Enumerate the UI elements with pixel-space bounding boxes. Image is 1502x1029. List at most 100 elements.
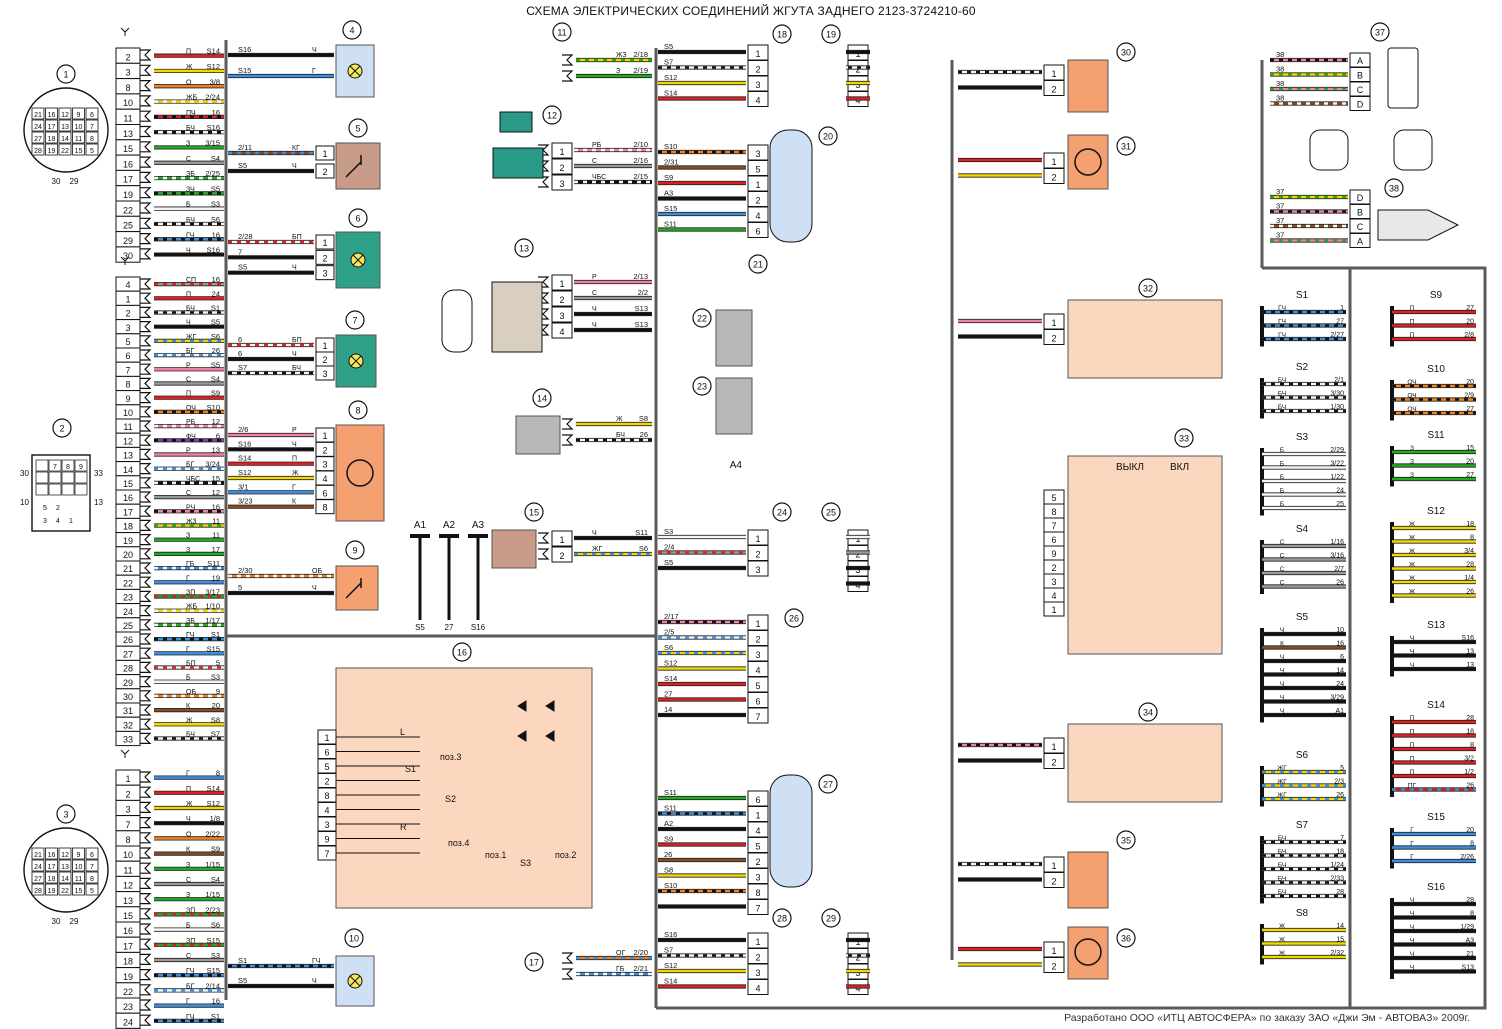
wire-destination: 16 — [212, 275, 220, 284]
plug-symbol — [140, 1014, 152, 1026]
wire-color-code: БГ — [186, 983, 195, 990]
switch-position-label: S3 — [520, 858, 531, 868]
pin-number: 8 — [125, 835, 130, 845]
pin-number: 1 — [1051, 861, 1056, 871]
pin-cell — [58, 107, 72, 120]
wire-destination: 3/15 — [205, 138, 220, 147]
pin-cell — [48, 471, 62, 484]
plug-symbol — [140, 923, 152, 935]
wire-destination: S3 — [211, 951, 220, 960]
wire-color-code: ГЧ — [1278, 319, 1286, 326]
device-number: 15 — [529, 508, 539, 518]
wire-destination: 2/21 — [633, 964, 648, 973]
pin-cell — [31, 131, 45, 144]
wire-destination: 3/22 — [1330, 461, 1344, 468]
wire-color-code: Ч — [1410, 965, 1414, 972]
pin-number: 7 — [90, 124, 94, 131]
device-number: 29 — [826, 914, 836, 924]
device-number-badge — [772, 502, 792, 522]
wire-destination: 13 — [1466, 662, 1474, 669]
pin-number: 10 — [75, 124, 83, 131]
diode-icon — [545, 730, 555, 742]
wire-destination: 3/4 — [1464, 548, 1474, 555]
diode-icon — [517, 730, 527, 742]
wire-color-code: Б — [1280, 447, 1284, 454]
pin-cell — [551, 546, 573, 563]
wire-color-code: Б — [1280, 501, 1284, 508]
wire-destination: 14 — [664, 705, 672, 714]
wire-destination: 1/4 — [1464, 575, 1474, 582]
wire-destination: 38 — [1276, 65, 1284, 74]
wire-color-code: БП — [292, 337, 302, 344]
footer-credit: Разработано ООО «ИТЦ АВТОСФЕРА» по заказ… — [1064, 1012, 1470, 1024]
wire-color-code: ЖГ — [592, 546, 602, 553]
pin-cell — [72, 107, 85, 120]
lamp-icon — [349, 975, 361, 987]
pin-number: C — [1357, 222, 1364, 232]
pin-number: 28 — [34, 888, 42, 895]
pin-number: 21 — [123, 564, 133, 574]
pin-number: 4 — [125, 280, 130, 290]
pin-cell — [1043, 753, 1065, 769]
device-number: 10 — [349, 934, 359, 944]
pin-number: 29 — [123, 678, 133, 688]
splice-label: S12 — [1427, 506, 1445, 517]
wire-color-code: Ч — [1410, 924, 1414, 931]
wire-color-code: П — [186, 49, 191, 56]
pin-number: 1 — [125, 294, 130, 304]
device-number-badge — [542, 105, 562, 125]
plug-symbol — [562, 434, 574, 446]
pin-number: 19 — [123, 536, 133, 546]
device-number-badge — [692, 308, 712, 328]
wire-destination: 24 — [1336, 681, 1344, 688]
wire-color-code: ЗБ — [186, 171, 195, 178]
wire-destination: S16 — [471, 623, 486, 632]
pin-cell — [551, 142, 573, 159]
plug-symbol — [140, 576, 152, 588]
device-number: 1 — [63, 70, 68, 80]
pin-number: B — [1357, 71, 1363, 81]
pin-number: 21 — [34, 112, 42, 119]
wire-color-code: Ж — [616, 416, 623, 423]
pin-number: 1 — [755, 811, 760, 821]
wire-destination: 37 — [1276, 231, 1284, 240]
device-number: 17 — [529, 958, 539, 968]
wire-destination: A2 — [664, 819, 673, 828]
pin-number: 16 — [48, 852, 56, 859]
wire-destination: 18 — [1466, 729, 1474, 736]
wire-destination: S12 — [207, 799, 220, 808]
pin-number: 22 — [123, 987, 133, 997]
wire-color-code: Ч — [1410, 897, 1414, 904]
pin-cell — [45, 859, 58, 872]
pin-number: 1 — [1051, 742, 1056, 752]
device-number-badge — [1174, 428, 1194, 448]
wire-destination: 16 — [212, 997, 220, 1006]
pin-number: 2 — [1051, 563, 1056, 573]
plug-symbol — [140, 771, 152, 783]
wire-destination: 8 — [1470, 911, 1474, 918]
pin-cell — [315, 365, 335, 381]
switch-position-label: поз.4 — [448, 838, 469, 848]
wire-color-code: К — [1280, 641, 1284, 648]
wire-color-code: ЖГ — [1277, 765, 1287, 772]
pin-number: 8 — [90, 876, 94, 883]
plug-symbol — [140, 647, 152, 659]
pin-cell — [115, 730, 141, 747]
pin-number: 17 — [123, 507, 133, 517]
plug-symbol — [538, 324, 550, 336]
wire-color-code: П — [1410, 729, 1415, 736]
plug-symbol — [562, 952, 574, 964]
wire-destination: 5 — [216, 659, 220, 668]
device-number: 20 — [823, 132, 833, 142]
wire-color-code: ЖГ — [1277, 792, 1287, 799]
device-number-badge — [56, 64, 76, 84]
wire-color-code: С — [1280, 566, 1285, 573]
wire-color-code: Ч — [1410, 662, 1414, 669]
pin-cell — [61, 483, 75, 496]
plug-symbol — [140, 519, 152, 531]
pin-number: 6 — [324, 748, 329, 758]
device-number: 7 — [352, 316, 357, 326]
device-number: 34 — [1143, 708, 1153, 718]
pin-number: 6 — [755, 795, 760, 805]
wire-color-code: П — [186, 291, 191, 298]
